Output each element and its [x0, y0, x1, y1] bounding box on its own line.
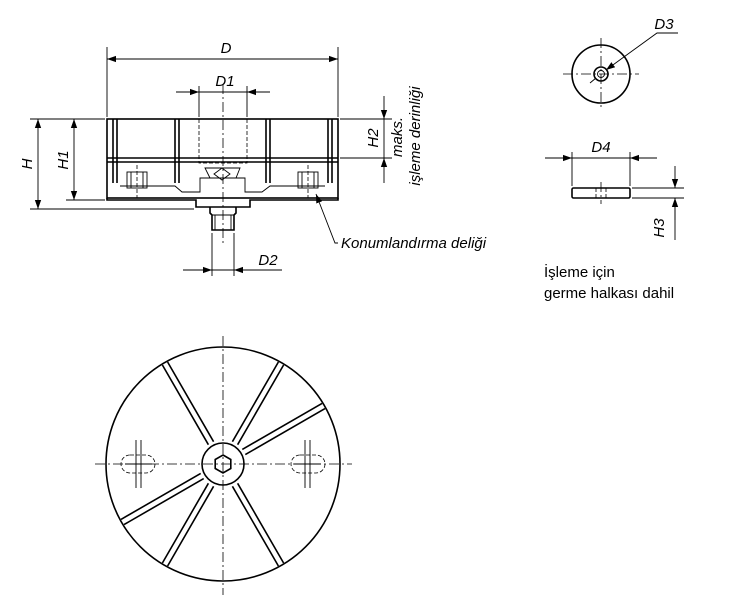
clamping-ring-side-view: D4 H3	[545, 139, 684, 240]
radial-slot-edge	[241, 402, 323, 451]
dimension-D1: D1	[176, 73, 270, 117]
radial-slot-edge	[231, 361, 280, 443]
dimension-D: D	[106, 40, 339, 117]
note-line-2: germe halkası dahil	[544, 285, 674, 302]
label-H1: H1	[55, 150, 72, 169]
label-H: H	[19, 158, 36, 169]
dimension-D2: D2	[183, 233, 282, 276]
dimension-H: H	[19, 118, 194, 210]
label-D: D	[221, 40, 232, 57]
label-max-depth-1: maks.	[389, 117, 406, 157]
label-positioning-hole: Konumlandırma deliği	[341, 235, 487, 252]
positioning-hole-callout: Konumlandırma deliği	[315, 193, 487, 252]
label-D2: D2	[258, 252, 278, 269]
radial-slots	[120, 361, 326, 567]
label-D4: D4	[591, 139, 610, 156]
dimension-H2: H2 maks. işleme derinliği	[340, 86, 424, 186]
radial-slot-edge	[161, 364, 210, 446]
radial-slot-edge	[123, 477, 205, 526]
label-D1: D1	[215, 73, 234, 90]
label-D3: D3	[654, 16, 674, 33]
dimension-H1: H1	[55, 119, 105, 201]
positioning-hole-right	[290, 440, 326, 488]
clamping-ring-top-view: D3	[563, 16, 678, 110]
positioning-hole-left	[120, 440, 156, 488]
radial-slot-edge	[236, 482, 285, 564]
label-H3: H3	[651, 218, 668, 238]
radial-slot-edge	[120, 472, 202, 521]
side-view	[106, 84, 339, 245]
radial-slot-edge	[236, 364, 285, 446]
note-line-1: İşleme için	[544, 263, 615, 281]
radial-slot-edge	[166, 361, 215, 443]
label-H2: H2	[365, 128, 382, 148]
radial-slot-edge	[166, 485, 215, 567]
radial-slot-edge	[231, 485, 280, 567]
top-view	[95, 336, 352, 595]
radial-slot-edge	[161, 482, 210, 564]
label-max-depth-2: işleme derinliği	[407, 86, 424, 186]
radial-slot-edge	[244, 407, 326, 456]
hex-socket-icon	[214, 454, 232, 474]
